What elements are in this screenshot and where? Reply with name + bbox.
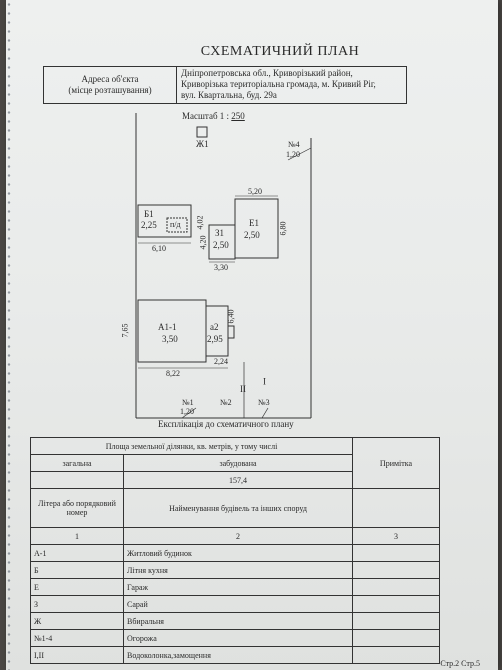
scale-label: Масштаб 1 : 250 (182, 111, 245, 121)
table-row: А-1 Житловий будинок (30, 544, 440, 562)
row-id: І,ІІ (30, 646, 124, 664)
total-area-label: загальна (30, 454, 124, 472)
col-number-1: 1 (30, 527, 124, 545)
scale-prefix: Масштаб 1 : (182, 111, 230, 121)
a1-label: А1-1 (158, 322, 177, 332)
building-e1 (234, 198, 279, 259)
row-name: Сарай (123, 595, 353, 613)
address-label-cell: Адреса об'єкта (місце розташування) (44, 67, 177, 103)
row-note (352, 561, 440, 579)
table-row: Ж Вбиральня (30, 612, 440, 630)
well-symbol (196, 126, 208, 138)
z1-height: 2,50 (213, 240, 229, 250)
table-row: З Сарай (30, 595, 440, 613)
fence-1-mark (181, 407, 197, 419)
table-row: Е Гараж (30, 578, 440, 596)
col-number-3: 3 (352, 527, 440, 545)
row-note (352, 629, 440, 647)
b1-width: 6,10 (152, 244, 166, 253)
fence-4-leader (287, 147, 312, 161)
col-number-2: 2 (123, 527, 353, 545)
binding-edge (6, 0, 12, 670)
note-header: Примітка (352, 437, 440, 489)
area-header: Площа земельної ділянки, кв. метрів, у т… (30, 437, 353, 455)
row-id: Ж (30, 612, 124, 630)
scale-value: 250 (231, 111, 245, 121)
building-b1 (137, 204, 192, 238)
a2-height: 2,95 (207, 334, 223, 344)
fence-2-label: №2 (220, 398, 232, 407)
a1-depth: 7,65 (120, 323, 130, 338)
gate-1-label: I (263, 376, 266, 386)
row-id: Е (30, 578, 124, 596)
built-area-label: забудована (123, 454, 353, 472)
row-id: А-1 (30, 544, 124, 562)
row-name: Вбиральня (123, 612, 353, 630)
col-note-header (352, 488, 440, 528)
row-id: Б (30, 561, 124, 579)
explication-table: Площа земельної ділянки, кв. метрів, у т… (30, 437, 440, 664)
table-row: І,ІІ Водоколонка,замощення (30, 646, 440, 664)
table-row: Б Літня кухня (30, 561, 440, 579)
page-title: СХЕМАТИЧНИЙ ПЛАН (200, 44, 360, 59)
a2-width: 2,24 (214, 357, 228, 366)
b1-depth: 4,02 (195, 215, 205, 230)
address-line-3: вул. Квартальна, буд. 29а (181, 90, 277, 100)
address-label-sub: (місце розташування) (68, 85, 152, 95)
a2-label: а2 (210, 322, 219, 332)
row-name: Житловий будинок (123, 544, 353, 562)
address-line-1: Дніпропетровська обл., Криворізький райо… (181, 68, 353, 78)
z1-depth: 4,20 (198, 235, 208, 250)
row-note (352, 646, 440, 664)
z1-label: З1 (215, 228, 225, 238)
a1-height: 3,50 (162, 334, 178, 344)
fence-3-label: №3 (258, 398, 270, 407)
row-name: Водоколонка,замощення (123, 646, 353, 664)
col-name-header: Найменування будівель та інших споруд (123, 488, 353, 528)
row-note (352, 544, 440, 562)
total-area-value (30, 471, 124, 489)
row-id: №1-4 (30, 629, 124, 647)
building-b1-cellar (166, 217, 188, 233)
gate-2-label: II (240, 384, 246, 394)
fence-3-mark (261, 407, 269, 419)
b1-cellar-label: п/д (170, 220, 181, 229)
row-note (352, 578, 440, 596)
row-note (352, 612, 440, 630)
row-name: Огорожа (123, 629, 353, 647)
fence-1-label: №1 (182, 398, 194, 407)
z1-width: 3,30 (214, 263, 228, 272)
address-line-2: Криворізька територіальна громада, м. Кр… (181, 79, 376, 89)
a1-width: 8,22 (166, 369, 180, 378)
fence-4-length: 1,20 (286, 150, 300, 159)
e1-width: 5,20 (248, 187, 262, 196)
e1-height: 2,50 (244, 230, 260, 240)
b1-height: 2,25 (141, 220, 157, 230)
built-area-value: 157,4 (123, 471, 353, 489)
well-label: Ж1 (196, 139, 209, 149)
address-label: Адреса об'єкта (81, 74, 139, 84)
address-value-cell: Дніпропетровська обл., Криворізький райо… (177, 67, 406, 103)
row-id: З (30, 595, 124, 613)
e1-label: Е1 (249, 218, 259, 228)
row-note (352, 595, 440, 613)
row-name: Гараж (123, 578, 353, 596)
row-name: Літня кухня (123, 561, 353, 579)
plan-caption: Експлікація до схематичного плану (158, 419, 294, 429)
page-number: Стр.2 Стр.5 (440, 659, 480, 668)
building-a2-porch (227, 325, 235, 339)
fence-1-length: 1,20 (180, 407, 194, 416)
table-row: №1-4 Огорожа (30, 629, 440, 647)
b1-label: Б1 (144, 209, 154, 219)
e1-depth: 6,80 (278, 221, 288, 236)
address-table: Адреса об'єкта (місце розташування) Дніп… (43, 66, 407, 104)
col-letter-header: Літера або порядковий номер (30, 488, 124, 528)
fence-4-label: №4 (288, 140, 300, 149)
a2-depth: 6,40 (226, 309, 236, 324)
